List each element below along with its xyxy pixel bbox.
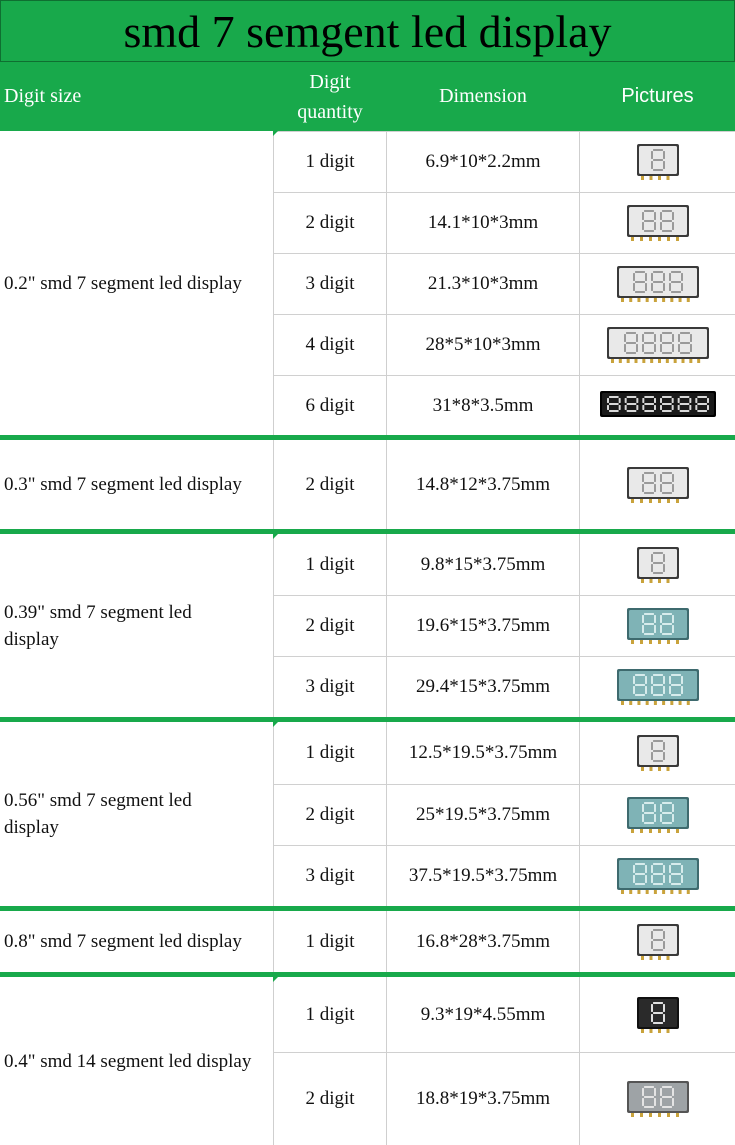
header-dimension: Dimension (439, 85, 527, 107)
digit-quantity: 1 digit (305, 151, 355, 172)
table-row: 2 digit 14.8*12*3.75mm (274, 440, 735, 529)
group-0-2-inch: 0.2" smd 7 segment led display 1 digit 6… (0, 131, 735, 436)
digit-quantity: 2 digit (305, 212, 355, 233)
digit-size-label: 0.39" smd 7 segment led display (4, 601, 192, 650)
dimension: 18.8*19*3.75mm (415, 1087, 551, 1109)
table-row: 3 digit 37.5*19.5*3.75mm (274, 845, 735, 906)
led-display-picture (580, 1053, 735, 1144)
digit-quantity: 6 digit (305, 395, 355, 416)
table-row: 6 digit 31*8*3.5mm (274, 375, 735, 436)
led-display-picture (580, 534, 735, 595)
table-row: 1 digit 12.5*19.5*3.75mm (274, 722, 735, 784)
table-row: 1 digit 9.3*19*4.55mm (274, 977, 735, 1052)
dimension: 25*19.5*3.75mm (415, 804, 551, 825)
dimension: 19.6*15*3.75mm (415, 615, 551, 636)
led-module-icon (599, 391, 716, 417)
led-display-picture (580, 376, 735, 436)
led-module-icon (626, 466, 689, 503)
dimension: 14.1*10*3mm (427, 212, 539, 233)
group-0-56-inch: 0.56" smd 7 segment led display 1 digit … (0, 722, 735, 906)
digit-quantity: 1 digit (305, 1003, 355, 1025)
group-0-3-inch: 0.3" smd 7 segment led display 2 digit 1… (0, 440, 735, 529)
led-display-picture (580, 785, 735, 845)
group-separator (0, 529, 735, 534)
dimension: 31*8*3.5mm (432, 395, 534, 416)
digit-quantity: 3 digit (305, 865, 355, 886)
digit-size-label: 0.56" smd 7 segment led display (4, 790, 192, 838)
digit-size-label: 0.8" smd 7 segment led display (4, 931, 242, 952)
dimension: 21.3*10*3mm (427, 273, 539, 294)
dimension: 37.5*19.5*3.75mm (408, 865, 558, 886)
table-row: 2 digit 25*19.5*3.75mm (274, 784, 735, 845)
led-module-icon (616, 669, 699, 705)
digit-quantity: 4 digit (305, 334, 355, 355)
digit-quantity: 3 digit (305, 273, 355, 294)
led-display-picture (580, 440, 735, 529)
table-row: 2 digit 18.8*19*3.75mm (274, 1052, 735, 1144)
led-display-picture (580, 722, 735, 784)
led-module-icon (636, 144, 679, 180)
led-module-icon (636, 735, 679, 771)
digit-quantity: 1 digit (305, 553, 355, 575)
dimension: 6.9*10*2.2mm (425, 151, 541, 172)
digit-quantity: 2 digit (305, 1087, 355, 1109)
dimension: 12.5*19.5*3.75mm (408, 742, 558, 763)
header-digit-size: Digit size (4, 85, 82, 107)
led-display-picture (580, 977, 735, 1052)
group-separator (0, 972, 735, 977)
table-row: 3 digit 29.4*15*3.75mm (274, 656, 735, 717)
group-separator (0, 906, 735, 911)
header-pictures: Pictures (621, 85, 694, 107)
dimension: 9.3*19*4.55mm (420, 1003, 546, 1025)
digit-size-label: 0.2" smd 7 segment led display (4, 273, 242, 294)
led-module-icon (636, 996, 679, 1033)
led-module-icon (616, 858, 699, 894)
group-0-4-inch-14-segment: 0.4" smd 14 segment led display 1 digit … (0, 977, 735, 1145)
dimension: 14.8*12*3.75mm (415, 473, 551, 495)
led-module-icon (636, 546, 679, 583)
digit-quantity: 2 digit (305, 615, 355, 636)
led-module-icon (626, 797, 689, 833)
led-module-icon (626, 1080, 689, 1117)
group-separator (0, 435, 735, 440)
digit-quantity: 3 digit (305, 676, 355, 697)
group-0-39-inch: 0.39" smd 7 segment led display 1 digit … (0, 534, 735, 717)
led-display-picture (580, 254, 735, 314)
led-module-icon (636, 923, 679, 960)
table-row: 4 digit 28*5*10*3mm (274, 314, 735, 375)
table-row: 3 digit 21.3*10*3mm (274, 253, 735, 314)
dimension: 16.8*28*3.75mm (415, 930, 551, 952)
digit-quantity: 2 digit (305, 804, 355, 825)
digit-size-label: 0.4" smd 14 segment led display (4, 1050, 252, 1072)
led-module-icon (616, 266, 699, 302)
digit-quantity: 1 digit (305, 930, 355, 952)
group-0-8-inch: 0.8" smd 7 segment led display 1 digit 1… (0, 911, 735, 972)
table-row: 2 digit 14.1*10*3mm (274, 192, 735, 253)
table-row: 2 digit 19.6*15*3.75mm (274, 595, 735, 656)
led-display-picture (580, 657, 735, 717)
table-row: 1 digit 6.9*10*2.2mm (274, 131, 735, 192)
table-row: 1 digit 16.8*28*3.75mm (274, 911, 735, 972)
dimension: 28*5*10*3mm (425, 334, 541, 355)
dimension: 29.4*15*3.75mm (415, 676, 551, 697)
dimension: 9.8*15*3.75mm (420, 553, 546, 575)
group-separator (0, 717, 735, 722)
led-display-picture (580, 193, 735, 253)
led-display-picture (580, 596, 735, 656)
page-title: smd 7 semgent led display (0, 0, 735, 62)
digit-size-label: 0.3" smd 7 segment led display (4, 474, 242, 495)
led-display-picture (580, 132, 735, 192)
table-row: 1 digit 9.8*15*3.75mm (274, 534, 735, 595)
led-display-picture (580, 846, 735, 906)
led-module-icon (606, 327, 709, 363)
digit-quantity: 2 digit (305, 473, 355, 495)
led-display-picture (580, 315, 735, 375)
led-module-icon (626, 608, 689, 644)
digit-quantity: 1 digit (305, 742, 355, 763)
led-module-icon (626, 205, 689, 241)
led-display-picture (580, 911, 735, 972)
